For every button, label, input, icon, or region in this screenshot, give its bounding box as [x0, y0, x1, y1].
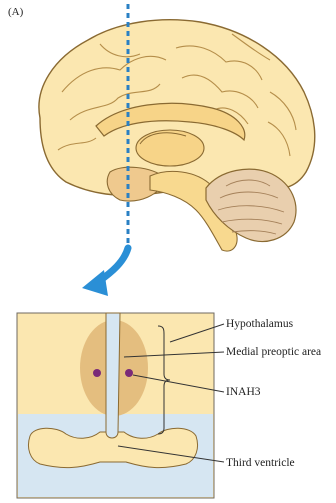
brain-illustration [39, 4, 315, 251]
section-panel [17, 313, 214, 498]
third-ventricle-slit [106, 313, 120, 438]
inah3-nucleus-right [125, 369, 133, 377]
thalamus [136, 130, 204, 166]
medial-preoptic-area-label: Medial preoptic area [226, 346, 330, 359]
inah3-label: INAH3 [226, 386, 261, 399]
curved-arrow [82, 248, 128, 296]
inah3-nucleus-left [93, 369, 101, 377]
panel-label: (A) [8, 6, 23, 18]
hypothalamus-label: Hypothalamus [226, 318, 293, 331]
third-ventricle-label: Third ventricle [226, 457, 295, 470]
